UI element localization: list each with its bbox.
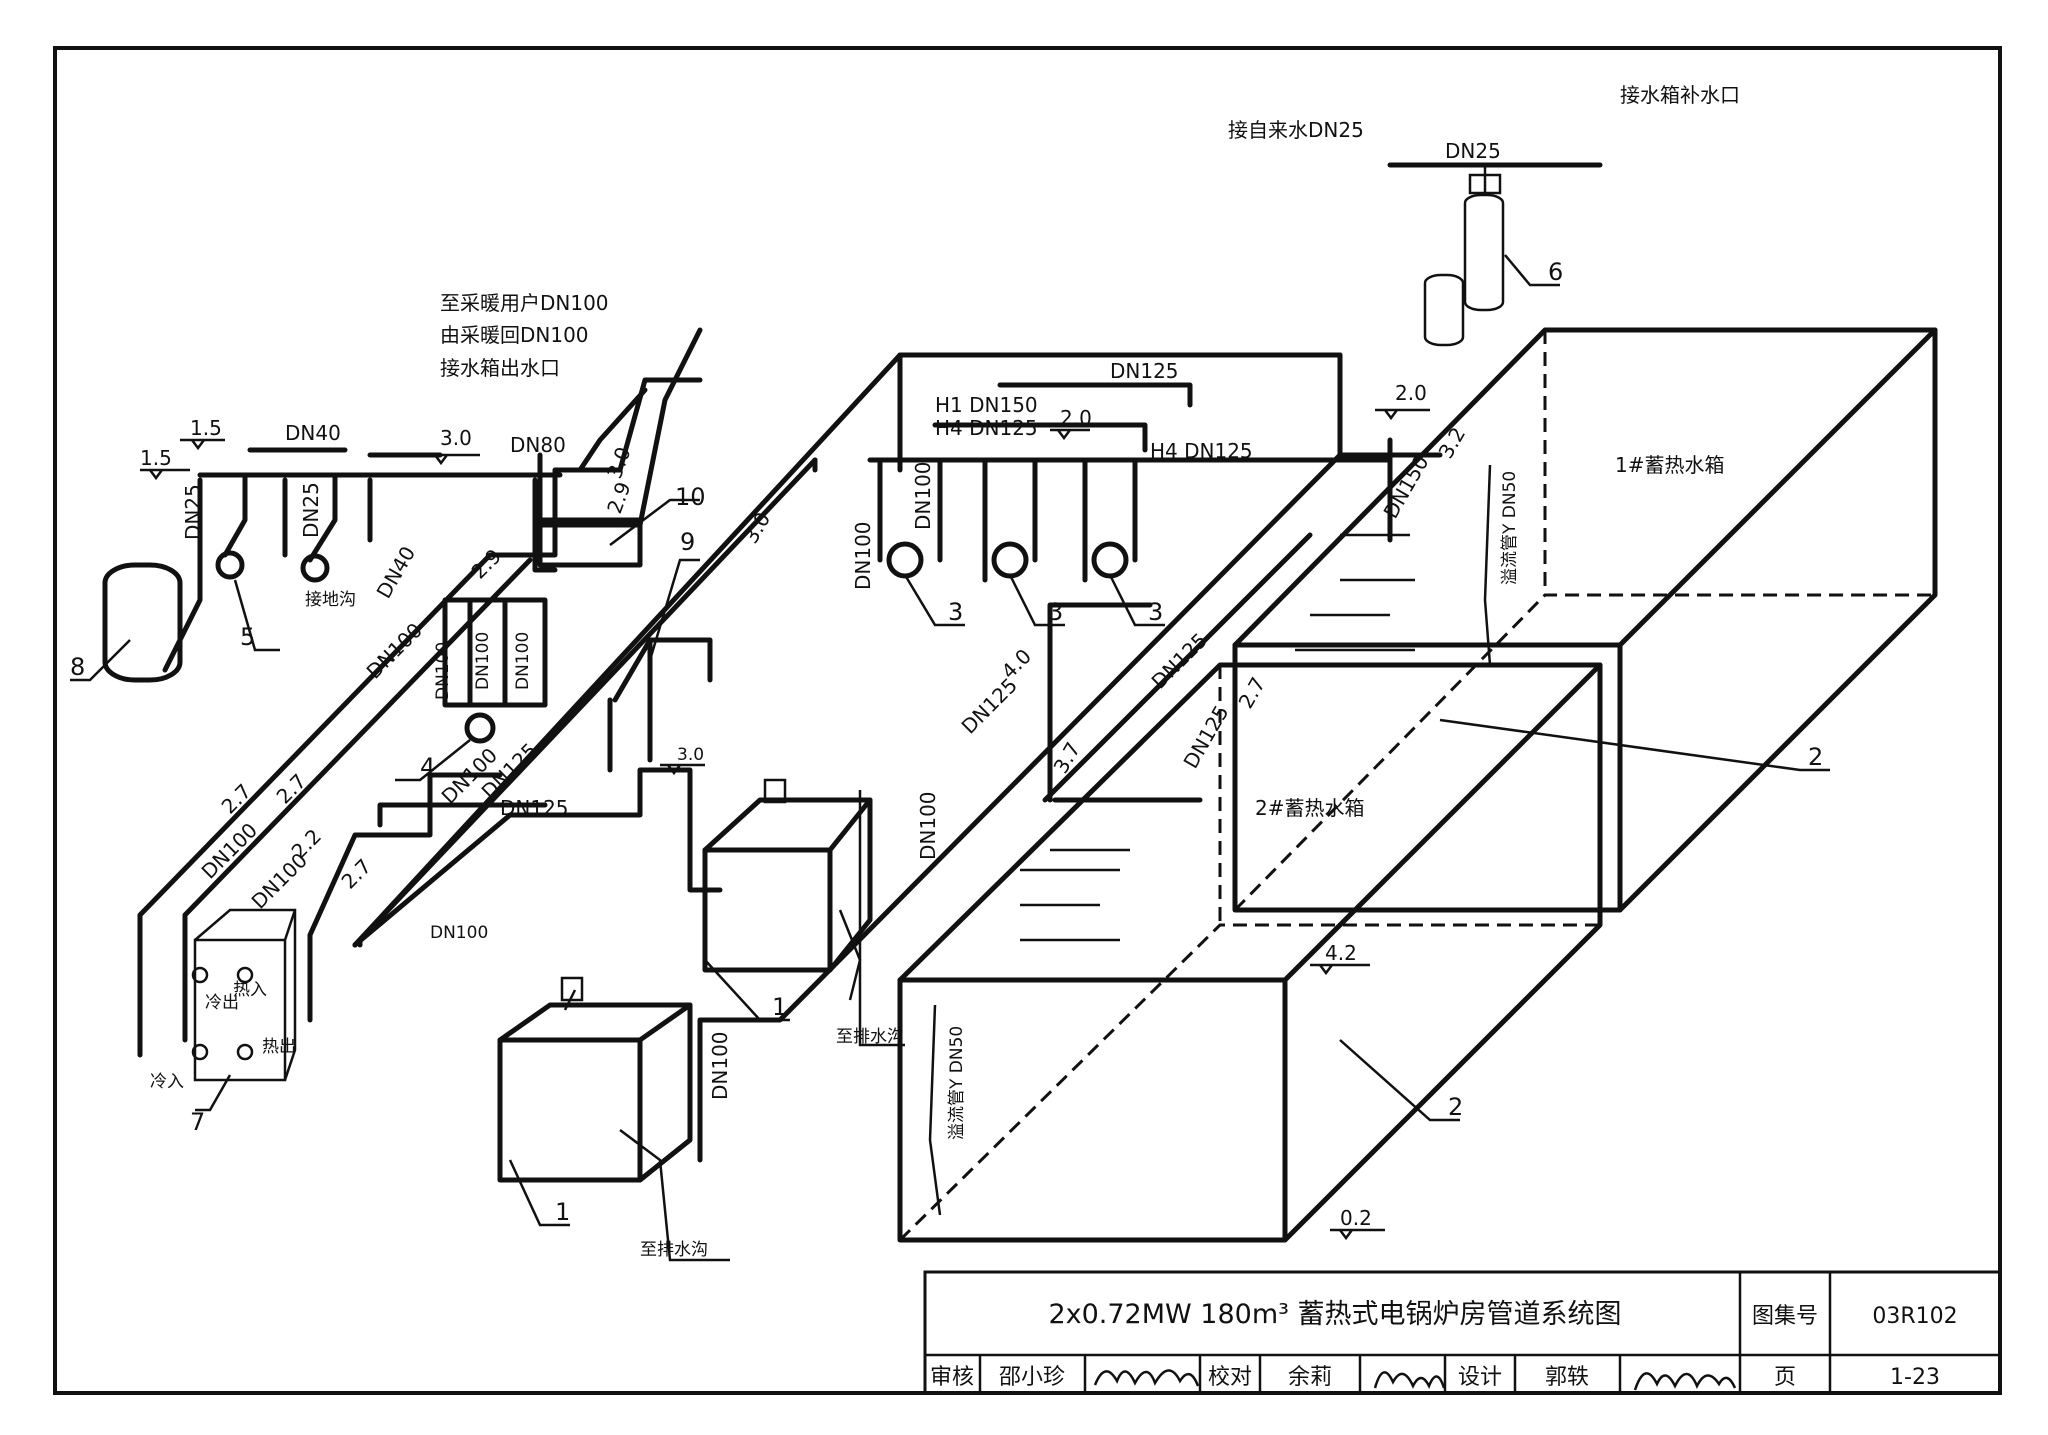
atlas-label: 图集号: [1752, 1304, 1818, 1329]
overflow-label-2: 溢流管Y DN50: [947, 1026, 967, 1140]
pipe-size-h1-dn150: H1 DN150: [935, 393, 1038, 417]
designer-name: 郭轶: [1545, 1365, 1589, 1390]
elevation-2-7-d: 2.7: [1234, 673, 1271, 713]
tank1-name: 1#蓄热水箱: [1615, 453, 1724, 477]
pipe-size-dn80: DN80: [510, 433, 566, 457]
hot-in-label: 热入: [233, 980, 267, 1000]
callout-7: 7: [190, 1108, 205, 1136]
elevation-3-0-c: 3.0: [739, 508, 776, 548]
pipe-size-dn25-a: DN25: [181, 484, 205, 540]
designer-signature: [1633, 1372, 1737, 1391]
piping-network: [137, 327, 1492, 1262]
reviewer-name: 邵小珍: [999, 1365, 1065, 1390]
storage-tank-2: [897, 662, 1603, 1243]
pipe-size-dn125-bottom: DN125: [500, 796, 569, 820]
callout-4: 4: [420, 753, 435, 781]
storage-tank-1: [1232, 327, 1938, 913]
elevation-3-0-a: 3.0: [440, 426, 472, 450]
electric-boiler-upper: [702, 778, 873, 973]
callout-9: 9: [680, 528, 695, 556]
pipe-size-dn100-pump4-a: DN100: [433, 642, 453, 700]
elevation-2-9: 2.9: [602, 479, 635, 517]
callout-2-bottom: 2: [1448, 1093, 1463, 1121]
electric-boiler-lower: [497, 976, 693, 1183]
elevation-markers: [140, 408, 1430, 1241]
elevation-2-9-b: 2.9: [467, 544, 506, 583]
callout-8: 8: [70, 653, 85, 681]
drawing-title: 2x0.72MW 180m³ 蓄热式电锅炉房管道系统图: [1048, 1299, 1621, 1330]
page-label: 页: [1774, 1365, 1796, 1390]
expansion-tank: [102, 562, 183, 683]
checker-name: 余莉: [1288, 1365, 1332, 1390]
review-label: 审核: [930, 1365, 974, 1390]
heating-return-label: 由采暖回DN100: [440, 323, 589, 347]
check-label: 校对: [1208, 1365, 1252, 1390]
pipe-size-dn100-b: DN100: [911, 461, 935, 530]
pipe-size-dn25-b: DN25: [299, 482, 323, 538]
elevation-1-5-a: 1.5: [190, 416, 222, 440]
callout-3-c: 3: [1148, 598, 1163, 626]
overflow-label-1: 溢流管Y DN50: [1500, 471, 1520, 585]
pipe-size-dn40: DN40: [285, 421, 341, 445]
pipe-size-dn40-b: DN40: [372, 542, 421, 602]
pipe-size-h4-dn125-a: H4 DN125: [935, 416, 1038, 440]
floor-drain-label: 接地沟: [305, 590, 356, 610]
elevation-4-2: 4.2: [1325, 941, 1357, 965]
pipe-size-h4-dn125-b: H4 DN125: [1150, 439, 1253, 463]
callout-6: 6: [1548, 258, 1563, 286]
pipe-size-dn100-boiler2: DN100: [708, 1031, 732, 1100]
pipe-size-dn125-top: DN125: [1110, 359, 1179, 383]
callout-leaders: [70, 254, 1830, 1227]
pipe-size-dn125-diag2: DN125: [1179, 701, 1234, 772]
pipe-size-dn100-bottom: DN100: [430, 923, 488, 943]
callout-3-a: 3: [948, 598, 963, 626]
tank-outlet-label: 接水箱出水口: [440, 356, 560, 380]
callout-2-right: 2: [1808, 743, 1823, 771]
tank-makeup-label: 接水箱补水口: [1620, 83, 1740, 107]
elevation-3-0-b: 3.0: [602, 444, 635, 482]
design-label: 设计: [1458, 1365, 1502, 1390]
callout-3-b: 3: [1048, 598, 1063, 626]
callout-1-upper: 1: [772, 993, 787, 1021]
elevation-3-0-d: 3.0: [677, 745, 704, 765]
callout-5: 5: [240, 623, 255, 651]
elevation-0-2: 0.2: [1340, 1206, 1372, 1230]
pump-4: [464, 712, 496, 744]
cold-in-label: 冷入: [150, 1072, 184, 1092]
cold-out-label: 冷出: [205, 993, 239, 1013]
pipe-size-dn100-pump4-c: DN100: [513, 632, 533, 690]
makeup-pumps-5: [215, 550, 330, 583]
plate-heat-exchanger: [191, 908, 297, 1082]
pipe-size-dn100-pump4-b: DN100: [473, 632, 493, 690]
pipe-size-dn100-boiler1: DN100: [916, 791, 940, 860]
elevation-1-5-b: 1.5: [140, 446, 172, 470]
city-water-label: 接自来水DN25: [1228, 118, 1364, 142]
page-number: 1-23: [1890, 1365, 1940, 1390]
atlas-number: 03R102: [1872, 1304, 1957, 1329]
elevation-2-7-a: 2.7: [217, 779, 256, 818]
title-block: [923, 1270, 2002, 1395]
pipe-size-dn100-a: DN100: [851, 521, 875, 590]
water-softener: [1387, 162, 1603, 347]
pipe-size-dn100-left2: DN100: [197, 818, 262, 883]
heating-supply-label: 至采暖用户DN100: [440, 291, 609, 315]
drawing-border: [53, 46, 2002, 1395]
checker-signature: [1373, 1371, 1446, 1390]
reviewer-signature: [1093, 1369, 1200, 1387]
callout-1-lower: 1: [555, 1198, 570, 1226]
hot-out-label: 热出: [262, 1037, 296, 1057]
to-drain-label-1: 至排水沟: [836, 1027, 904, 1047]
to-drain-label-2: 至排水沟: [640, 1240, 708, 1260]
tank2-name: 2#蓄热水箱: [1255, 796, 1364, 820]
elevation-2-0-a: 2.0: [1395, 381, 1427, 405]
elevation-2-0-b: 2.0: [1060, 406, 1092, 430]
callout-10: 10: [675, 483, 706, 511]
pipe-size-dn25-c: DN25: [1445, 139, 1501, 163]
circulation-pumps-3: [886, 541, 1129, 579]
